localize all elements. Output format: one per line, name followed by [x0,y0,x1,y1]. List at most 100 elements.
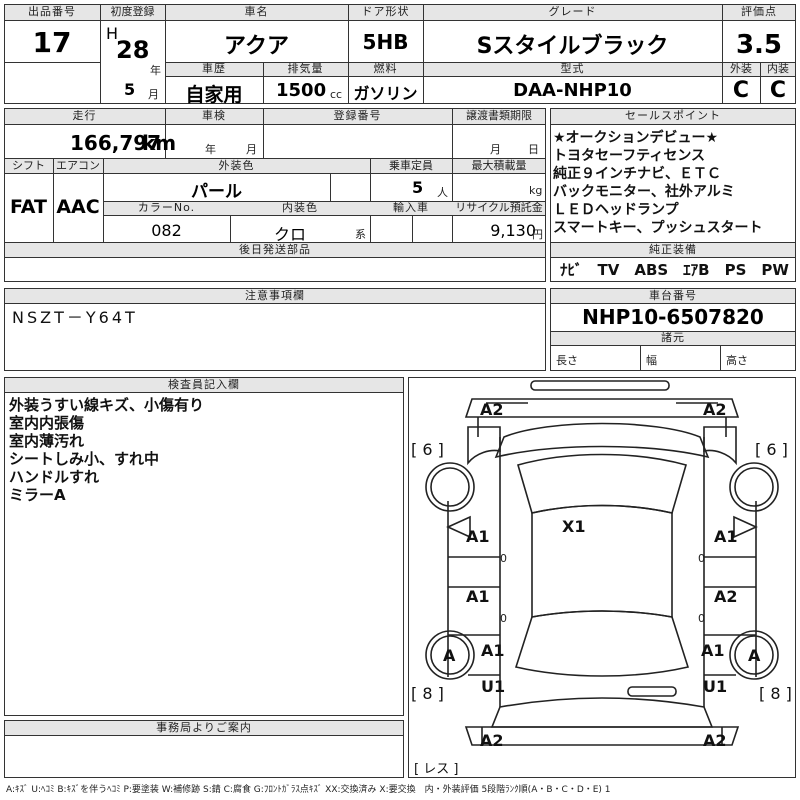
diag-rear-wheel-left: A [443,646,456,665]
kg-unit: kg [529,184,543,197]
transfer-deadline-label: 譲渡書類期限 [466,109,532,122]
grade-label: グレード [548,5,597,18]
chassis-no-label: 車台番号 [649,289,697,302]
diag-front-left: A2 [480,400,504,419]
sales-point-item: スマートキー、プッシュスタート [553,220,763,236]
exterior-label: 外装 [730,62,752,75]
door-label: ドア形状 [361,5,410,18]
diag-front-door-right: A1 [714,527,738,546]
diag-rear-left: A2 [480,731,504,750]
diag-rear-fender-left: A1 [481,641,505,660]
chassis-no-value: NHP10-6507820 [582,305,764,329]
import-label: 輸入車 [393,201,429,214]
genuine-equip-label: 純正装備 [649,243,697,256]
car-name-label: 車名 [244,5,269,18]
shift-label: シフト [12,159,45,172]
int-color-value: クロ [273,225,306,244]
interior-value: C [769,78,787,103]
deadline-month-unit: 月 [490,143,501,156]
inspector-note-item: 外装うすい線キズ、小傷有り [9,396,205,414]
mileage-label: 走行 [72,109,97,122]
sales-point-item: ＬＥＤヘッドランプ [553,202,679,218]
diag-roof: X1 [562,517,586,536]
lot-no-label: 出品番号 [28,5,76,18]
car-name-value: アクア [224,34,289,59]
deadline-day-unit: 日 [528,143,539,156]
diag-rocker-right: U1 [703,677,728,696]
inspector-note-item: ハンドルすれ [9,468,100,486]
inspection-month-unit: 月 [246,143,257,156]
month-value: 5 [124,80,136,99]
length-label: 長さ [556,354,578,367]
exterior-value: C [732,78,750,103]
diag-tread-front-left: [ 6 ] [411,440,444,459]
ext-color-value: パール [191,182,242,202]
door-value: 5HB [362,30,409,54]
mileage-value: 166,797 [70,131,162,155]
car-diagram-box [408,377,796,778]
seats-label: 乗車定員 [389,159,433,172]
genuine-equipment-value: ﾅﾋﾞ TV ABS ｴｱB PS PW [560,261,789,279]
inspector-label: 検査員記入欄 [168,378,240,391]
diag-rear-fender-right: A1 [701,641,725,660]
seats-value: 5 [412,178,424,197]
notes-label: 注意事項欄 [245,289,305,302]
inspection-year-unit: 年 [205,143,216,156]
lot-no-value: 17 [32,26,72,59]
aircon-label: エアコン [56,159,100,172]
diag-rear-right: A2 [703,731,727,750]
score-label: 評価点 [741,5,777,18]
diag-tread-rear-right: [ 8 ] [759,684,792,703]
int-color-label: 内装色 [282,201,318,214]
ext-color-label: 外装色 [218,159,255,172]
diag-spare: [ レス ] [414,762,459,777]
diag-mark-rd-left: 0 [500,612,507,625]
sales-point-item: トヨタセーフティセンス [553,148,706,164]
inspector-note-item: シートしみ小、すれ中 [9,450,160,468]
diag-tread-rear-left: [ 8 ] [411,684,444,703]
inspector-note-item: 室内薄汚れ [9,432,85,450]
interior-label: 内装 [767,62,789,75]
history-value: 自家用 [185,84,243,106]
later-parts-label: 後日発送部品 [239,243,311,256]
diag-mark-rd-right: 0 [698,612,705,625]
diag-mark-fd-right: 0 [698,552,705,565]
car-diagram [425,380,779,746]
model-code-value: DAA-NHP10 [513,80,632,101]
fuel-label: 燃料 [373,62,398,75]
grade-value: Sスタイルブラック [476,34,669,59]
inspection-label: 車検 [202,109,226,122]
year-value: 28 [116,36,150,64]
max-load-label: 最大積載量 [471,159,527,172]
diag-mark-fd-left: 0 [500,552,507,565]
month-unit: 月 [148,88,159,101]
aircon-value: AAC [56,196,100,218]
yen-unit: 円 [532,228,543,241]
cc-unit: cc [330,88,343,101]
recycle-value: 9,130 [490,221,536,240]
diag-front-right: A2 [703,400,727,419]
kei-unit: 系 [355,228,366,241]
sales-point-item: バックモニター、社外アルミ [553,184,735,200]
displacement-label: 排気量 [287,62,324,75]
diag-rocker-left: U1 [481,677,506,696]
color-no-label: カラーNo. [137,201,196,214]
color-no-value: 082 [151,221,182,240]
notes-value: NSZT－Y64T [12,308,138,327]
recycle-label: リサイクル預託金 [455,201,543,214]
history-label: 車歴 [202,62,226,75]
dimensions-label: 諸元 [661,331,685,344]
sales-point-label: セールスポイント [625,109,721,122]
inspector-box [4,377,404,716]
first-reg-label: 初度登録 [110,5,155,18]
width-label: 幅 [646,354,657,367]
year-unit: 年 [150,64,161,77]
fuel-value: ガソリン [353,84,418,103]
office-label: 事務局よりご案内 [156,721,252,734]
shift-value: FAT [10,196,47,218]
legend-text: A:ｷｽﾞ U:ﾍｺﾐ B:ｷｽﾞを伴うﾍｺﾐ P:要塗装 W:補修跡 S:錆 … [6,785,611,795]
inspector-note-item: 室内内張傷 [9,414,85,432]
era-value: H [106,24,119,43]
sales-point-item: ★オークションデビュー★ [553,130,719,146]
